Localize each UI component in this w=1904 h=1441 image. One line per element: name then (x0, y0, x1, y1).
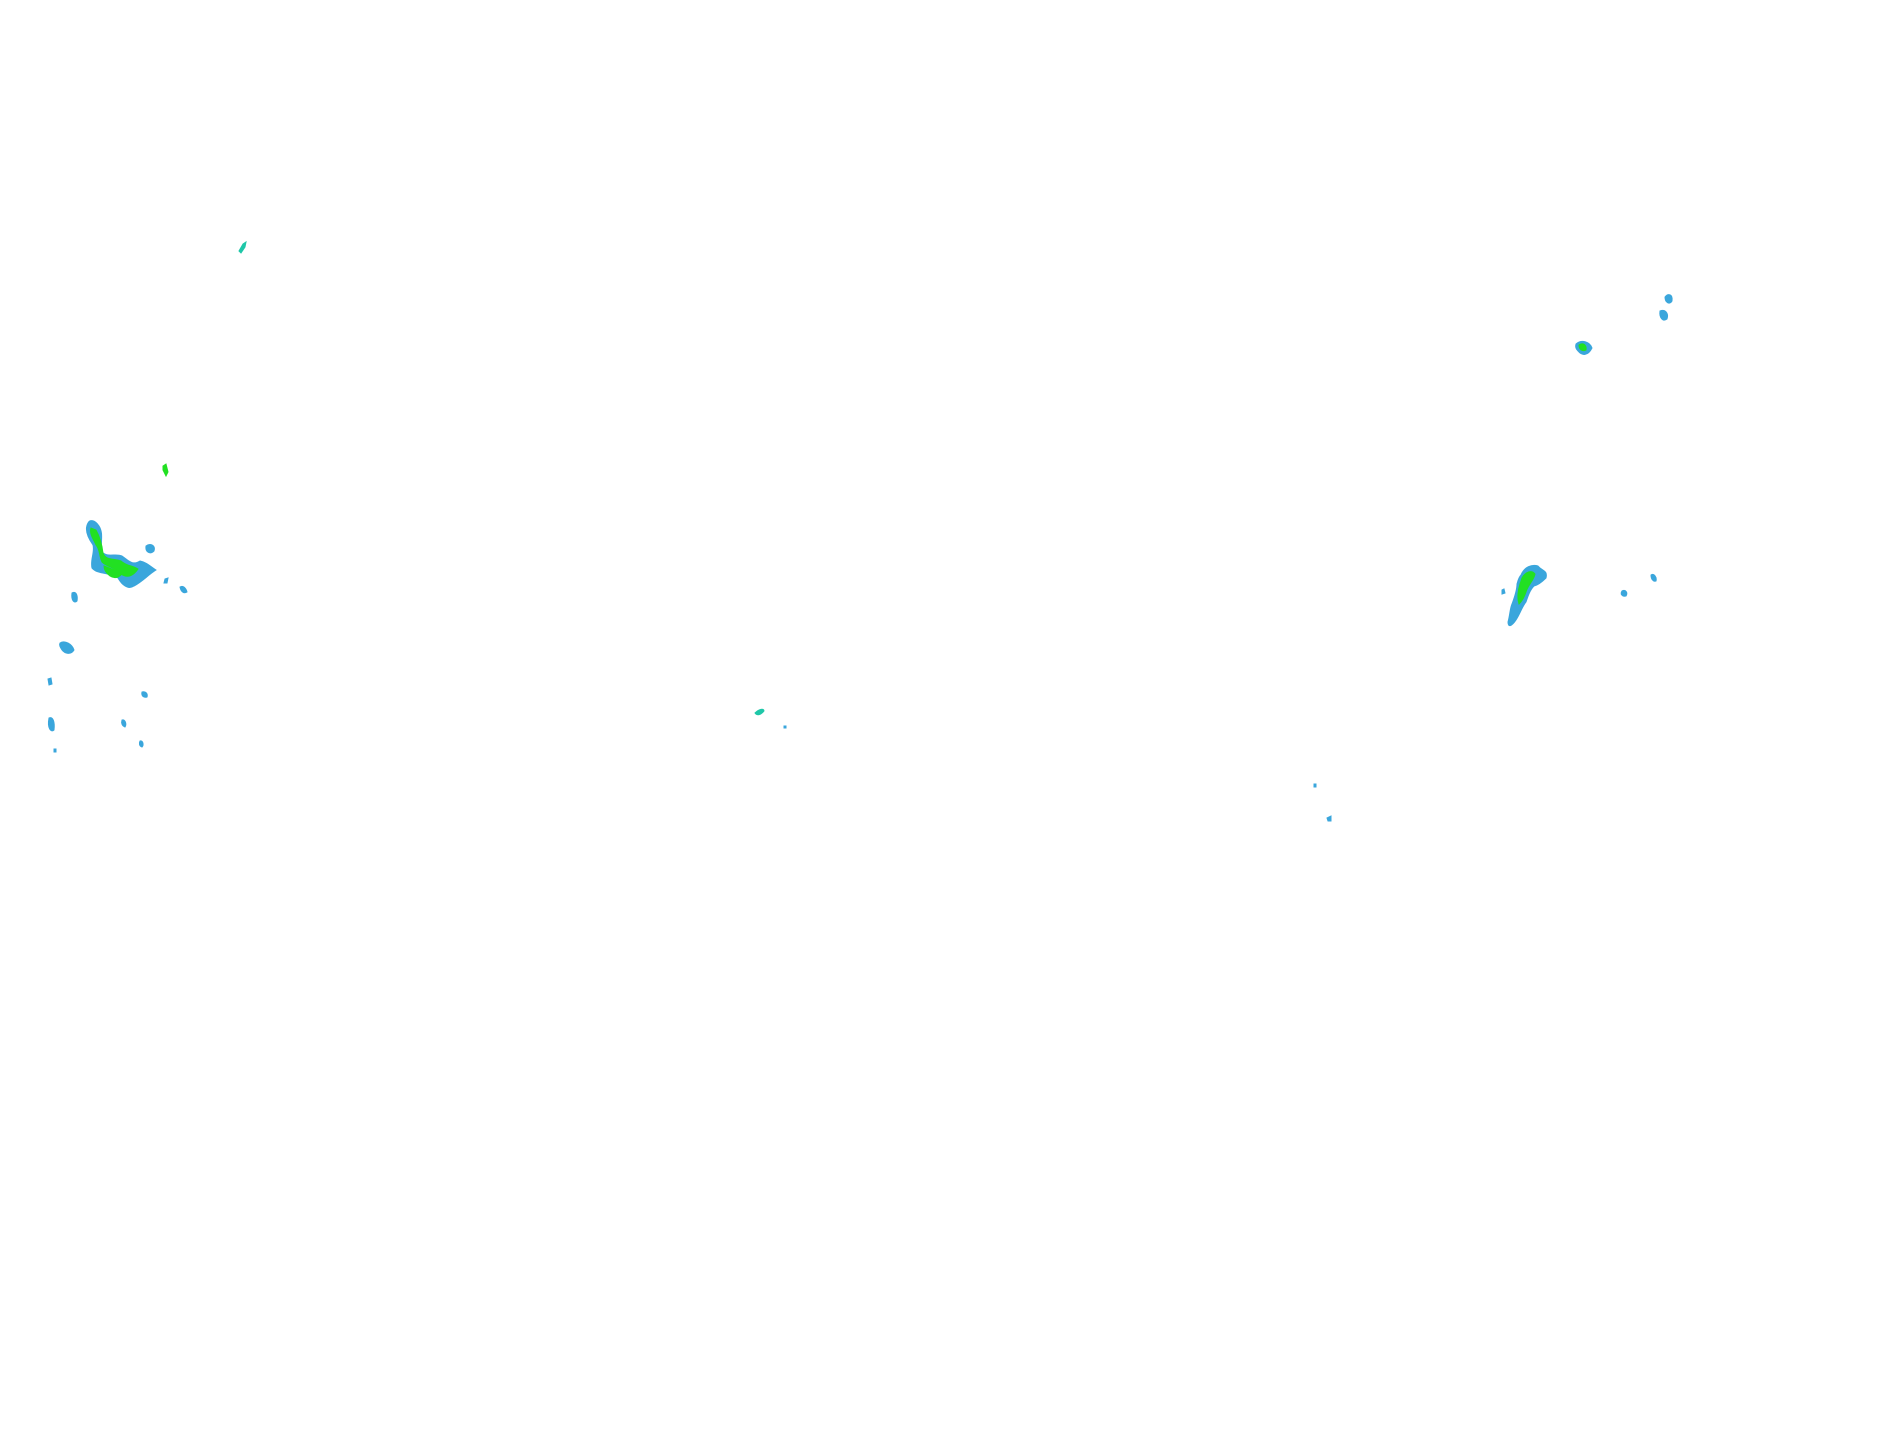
precip-cell-w5 (179, 585, 188, 594)
precip-cluster-west (47, 240, 247, 753)
precip-cell-w6 (71, 592, 78, 603)
precip-cell-w3 (145, 544, 155, 554)
precip-cell-w12 (138, 740, 144, 748)
precip-cell-w7 (59, 641, 75, 654)
precip-core-west-main (90, 527, 139, 577)
precip-cell-c2 (783, 725, 787, 729)
precip-cell-east-main (1507, 564, 1547, 627)
precip-cluster-east (1313, 294, 1673, 822)
precip-cell-w9 (141, 691, 148, 698)
precip-cluster-central (754, 708, 787, 729)
precip-cell-c1 (754, 708, 765, 716)
precip-cell-e6 (1650, 574, 1657, 582)
precip-cell-w4 (163, 577, 169, 584)
precip-cell-e8 (1326, 815, 1332, 822)
precip-cell-e2 (1659, 310, 1668, 321)
precip-cell-w2 (162, 463, 169, 478)
precip-core-west-center (103, 565, 125, 579)
precip-cell-w10 (48, 717, 55, 732)
precip-core-east-main (1517, 571, 1536, 605)
precip-cell-e5 (1620, 590, 1628, 597)
precip-cell-w8 (47, 677, 53, 686)
precip-cell-w1 (238, 240, 247, 254)
precip-cell-w13 (53, 748, 57, 753)
precip-cell-w11 (121, 719, 127, 728)
precip-core-e3 (1578, 343, 1587, 352)
precip-cell-e4 (1501, 588, 1506, 595)
precip-cell-e1 (1664, 294, 1673, 304)
precip-cell-e7 (1313, 783, 1317, 788)
